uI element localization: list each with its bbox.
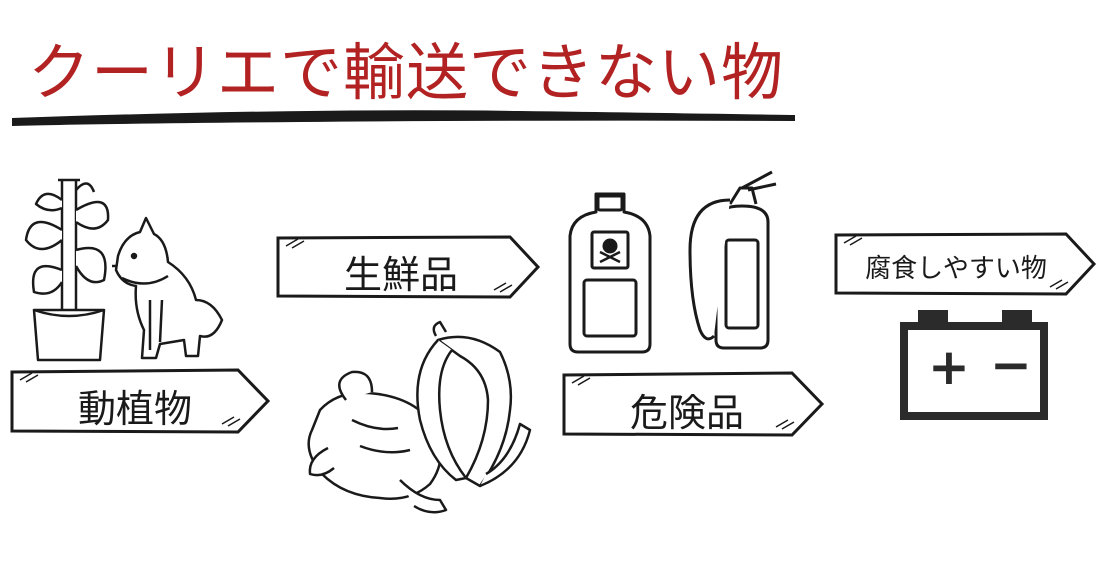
battery-plus-sign: + <box>928 338 970 396</box>
potted-plant-icon <box>24 178 110 362</box>
tag-dangerous-goods <box>562 371 825 437</box>
tag-label-perishables: 生鮮品 <box>343 253 458 297</box>
poison-bottle-icon <box>568 192 652 354</box>
tag-label-plants-animals: 動植物 <box>77 387 192 431</box>
chicken-icon <box>307 370 448 514</box>
tag-label-corrosives: 腐食しやすい物 <box>865 254 1047 284</box>
battery-icon <box>900 310 1048 420</box>
tag-perishables <box>276 235 541 299</box>
fire-extinguisher-icon <box>688 170 777 350</box>
page-title: クーリエで輸送できない物 <box>28 36 785 109</box>
battery-minus-sign: − <box>990 336 1032 394</box>
dog-icon <box>112 216 224 360</box>
tag-plants-animals <box>10 368 271 434</box>
tag-label-dangerous-goods: 危険品 <box>629 391 744 435</box>
title-underline <box>12 110 795 126</box>
tag-corrosives <box>834 232 1097 296</box>
bananas-icon <box>416 320 532 488</box>
